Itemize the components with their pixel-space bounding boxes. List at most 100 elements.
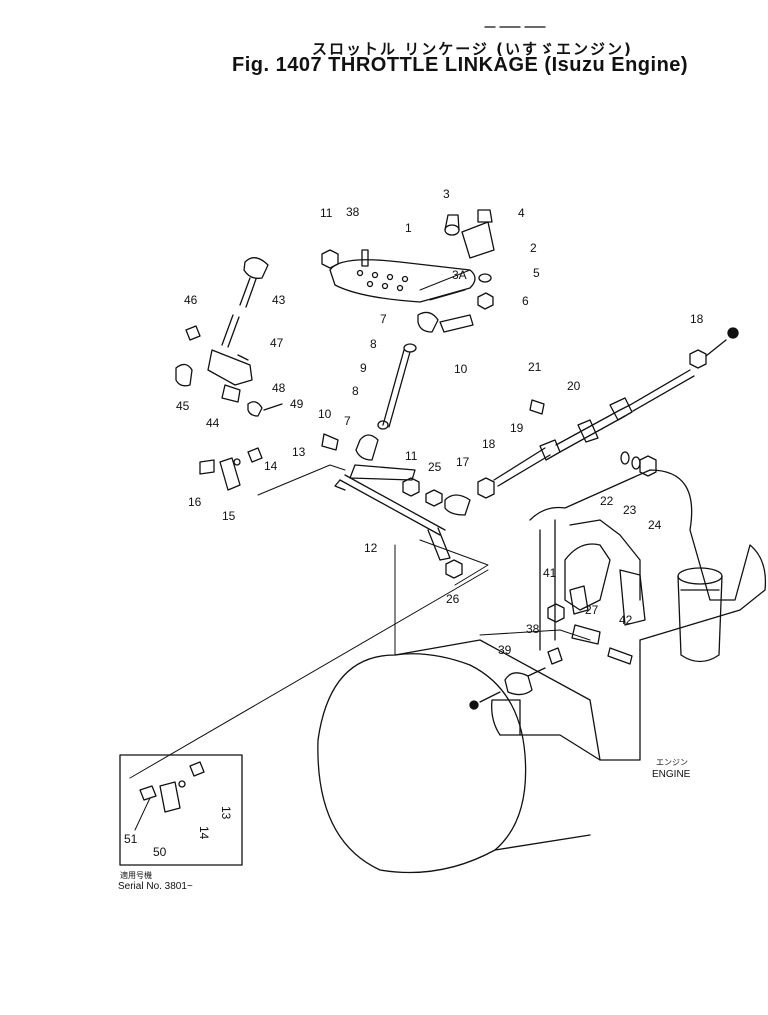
part-22-washer — [620, 451, 630, 465]
part-20-throttle-cable — [555, 369, 695, 453]
callout-13: 13 — [292, 445, 306, 459]
assembly-leader-lines — [129, 269, 591, 779]
part-21-bolt — [529, 399, 545, 415]
part-13-bolt — [247, 447, 263, 463]
callout-41: 41 — [543, 566, 557, 580]
part-13-bolt-inset — [189, 761, 205, 777]
callout-3a: 3A — [452, 268, 467, 282]
callout-13c: 13 — [219, 806, 233, 820]
oil-filter-cup — [677, 567, 723, 663]
callout-48: 48 — [272, 381, 286, 395]
callout-18: 18 — [482, 437, 496, 451]
callout-4: 4 — [518, 206, 525, 220]
part-8-nut-lower — [377, 420, 389, 430]
callout-46: 46 — [184, 293, 198, 307]
cable-leader — [705, 339, 727, 357]
part-9-rod — [382, 349, 411, 428]
part-6-nut — [477, 292, 494, 310]
part-15-bracket — [219, 457, 241, 491]
engine-body — [491, 469, 767, 761]
callout-27: 27 — [585, 603, 599, 617]
callout-16: 16 — [188, 495, 202, 509]
cable-leader-lower — [479, 691, 501, 703]
callout-17: 17 — [456, 455, 470, 469]
part-27-lever — [569, 585, 589, 615]
callout-3: 3 — [443, 187, 450, 201]
part-11-nut — [321, 249, 339, 269]
engine-label: ENGINE — [652, 769, 691, 780]
callout-20: 20 — [567, 379, 581, 393]
callout-14: 14 — [264, 459, 278, 473]
part-25-nut — [425, 489, 443, 507]
callout-5: 5 — [533, 266, 540, 280]
callout-10b: 10 — [318, 407, 332, 421]
part-24-nut — [639, 455, 657, 477]
part-26-nut — [445, 559, 463, 579]
part-18-nut-upper — [689, 349, 707, 369]
callout-8b: 8 — [352, 384, 359, 398]
callout-7b: 7 — [344, 414, 351, 428]
part-14-washer — [233, 458, 241, 466]
callout-23: 23 — [623, 503, 637, 517]
callout-44: 44 — [206, 416, 220, 430]
callout-21: 21 — [528, 360, 542, 374]
part-12-cross-shaft — [334, 464, 451, 561]
part-39-sleeve — [504, 672, 533, 696]
part-43-throttle-knob — [221, 257, 269, 348]
callout-19: 19 — [510, 421, 524, 435]
callout-38: 38 — [346, 205, 360, 219]
title-english: Fig. 1407 THROTTLE LINKAGE (Isuzu Engine… — [232, 54, 689, 76]
part-16-pin — [199, 459, 215, 475]
callout-25: 25 — [428, 460, 442, 474]
serial-inset-box — [119, 754, 243, 866]
part-19-rod — [493, 439, 561, 487]
callout-49: 49 — [290, 397, 304, 411]
callout-2: 2 — [530, 241, 537, 255]
part-48-spring — [247, 401, 263, 417]
serial-number: Serial No. 3801~ — [118, 881, 193, 892]
part-17-joint — [444, 494, 471, 516]
part-38-nut-lower — [547, 647, 563, 665]
serial-label-japanese: 適用号機 — [120, 870, 152, 880]
part-45-bushing — [175, 363, 193, 387]
part-1-lever-plate — [329, 259, 476, 303]
part-51-pin — [139, 785, 157, 801]
cable-end-mark — [727, 327, 739, 339]
part-3a-bolt — [439, 314, 474, 333]
callout-8: 8 — [370, 337, 377, 351]
part-38-pin — [361, 249, 369, 267]
part-5-washer — [478, 273, 492, 283]
part-49-pin — [263, 403, 283, 411]
callout-6: 6 — [522, 294, 529, 308]
callout-43: 43 — [272, 293, 286, 307]
callout-9: 9 — [360, 361, 367, 375]
part-23-washer — [631, 456, 641, 470]
part-14-washer-inset — [178, 780, 186, 788]
part-46-pin — [185, 325, 201, 341]
callout-14c: 14 — [197, 826, 211, 840]
callout-51: 51 — [124, 832, 138, 846]
callout-18b: 18 — [690, 312, 704, 326]
callout-45: 45 — [176, 399, 190, 413]
callout-39: 39 — [498, 643, 512, 657]
callout-1: 1 — [405, 221, 412, 235]
title-japanese: スロットル リンケージ (いすゞエンジン) — [312, 40, 633, 58]
part-39-leader — [527, 667, 546, 677]
part-10-bolt — [321, 433, 339, 451]
part-11-nut-lower — [402, 477, 420, 497]
callout-11: 11 — [320, 206, 333, 220]
callout-26: 26 — [446, 592, 460, 606]
part-2-bracket — [444, 214, 495, 259]
callout-11b: 11 — [405, 449, 418, 463]
callout-42: 42 — [619, 613, 633, 627]
part-44-lever-bracket — [207, 349, 253, 403]
part-8-nut — [403, 343, 417, 353]
engine-label-japanese: エンジン — [656, 758, 688, 767]
callout-50: 50 — [153, 845, 167, 859]
cable-end-mark-lower — [469, 700, 479, 710]
part-50-bracket — [159, 781, 181, 813]
part-7-ball-joint-lower — [355, 434, 379, 461]
part-27-link — [571, 624, 601, 645]
